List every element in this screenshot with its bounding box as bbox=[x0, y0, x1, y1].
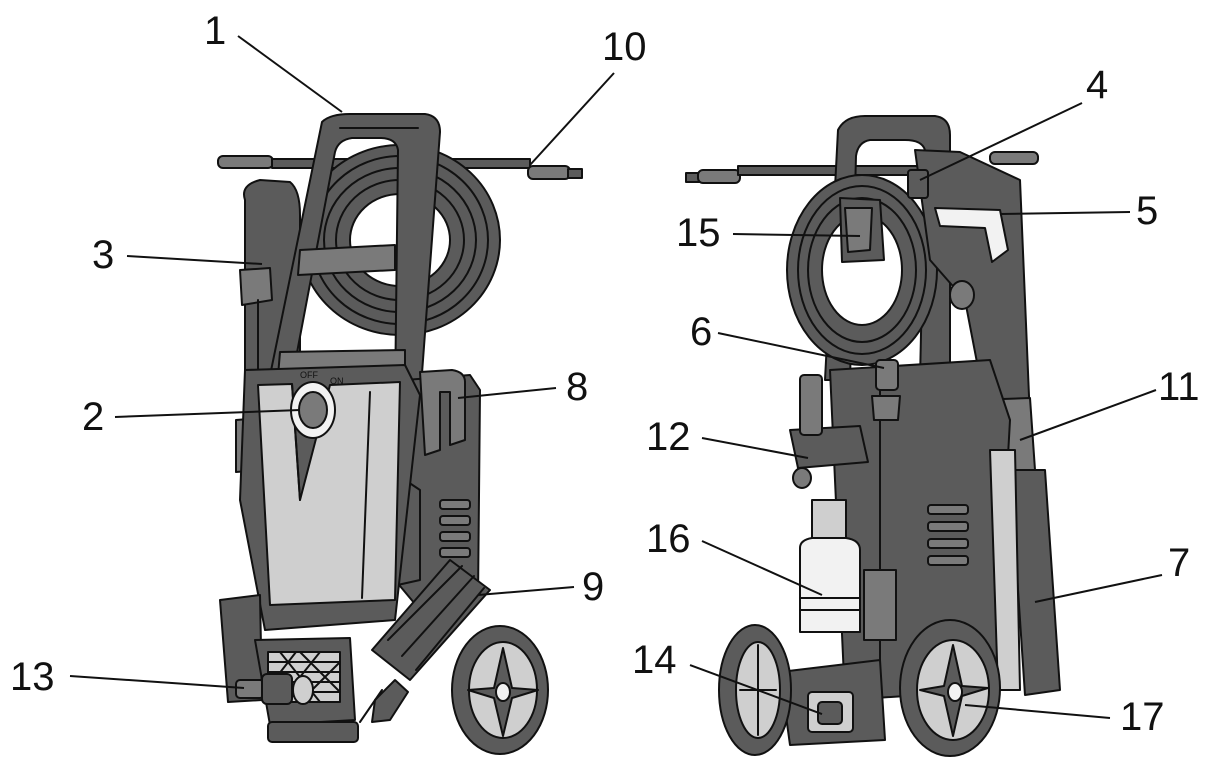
leader-16 bbox=[701, 540, 823, 596]
leader-5 bbox=[999, 211, 1131, 215]
leader-10 bbox=[529, 72, 615, 166]
leader-3 bbox=[126, 255, 263, 265]
callout-4: 4 bbox=[1086, 63, 1108, 107]
callout-17: 17 bbox=[1120, 695, 1165, 739]
callout-13: 13 bbox=[10, 655, 55, 699]
callout-3: 3 bbox=[92, 233, 114, 277]
leader-8 bbox=[457, 387, 557, 399]
callout-11: 11 bbox=[1158, 365, 1200, 409]
leader-17 bbox=[964, 704, 1111, 719]
callout-2: 2 bbox=[82, 395, 104, 439]
leader-lines bbox=[69, 35, 1163, 719]
leader-6 bbox=[717, 332, 885, 369]
leader-12 bbox=[701, 437, 809, 459]
callout-7: 7 bbox=[1168, 541, 1190, 585]
front-body bbox=[239, 364, 421, 631]
callout-6: 6 bbox=[690, 310, 712, 354]
callout-numbers: 1 2 3 4 5 6 7 8 9 10 11 12 13 14 15 16 1… bbox=[10, 9, 1200, 739]
front-power-cable bbox=[359, 559, 491, 723]
callout-10: 10 bbox=[602, 25, 647, 69]
leader-11 bbox=[1019, 389, 1157, 441]
on-off-switch[interactable]: OFF ON bbox=[290, 370, 344, 439]
leader-4 bbox=[919, 102, 1083, 181]
front-vent-slots bbox=[439, 499, 471, 558]
front-view: OFF ON bbox=[217, 113, 583, 755]
leader-15 bbox=[732, 233, 861, 237]
callout-5: 5 bbox=[1136, 189, 1158, 233]
callout-1: 1 bbox=[204, 9, 226, 53]
water-inlet-connector bbox=[235, 673, 314, 705]
rear-base bbox=[779, 659, 886, 746]
leader-1 bbox=[237, 35, 343, 113]
rear-view bbox=[685, 115, 1061, 757]
leader-14 bbox=[689, 664, 823, 715]
callout-15: 15 bbox=[676, 211, 721, 255]
front-wheel bbox=[451, 625, 549, 755]
leader-7 bbox=[1034, 574, 1163, 603]
callout-9: 9 bbox=[582, 565, 604, 609]
callout-14: 14 bbox=[632, 638, 677, 682]
leader-13 bbox=[69, 675, 245, 689]
switch-on-label: ON bbox=[330, 376, 344, 386]
rear-vent-slots bbox=[927, 504, 969, 566]
leader-2 bbox=[114, 409, 301, 418]
front-base bbox=[219, 594, 359, 743]
leader-9 bbox=[477, 586, 575, 596]
callout-16: 16 bbox=[646, 517, 691, 561]
rear-right-wheel bbox=[899, 619, 1001, 757]
switch-off-label: OFF bbox=[300, 370, 318, 380]
callout-12: 12 bbox=[646, 415, 691, 459]
detergent-bottle bbox=[799, 499, 897, 641]
rear-hose-reel bbox=[786, 174, 938, 366]
rear-accessory-holder bbox=[789, 374, 869, 489]
callout-8: 8 bbox=[566, 365, 588, 409]
